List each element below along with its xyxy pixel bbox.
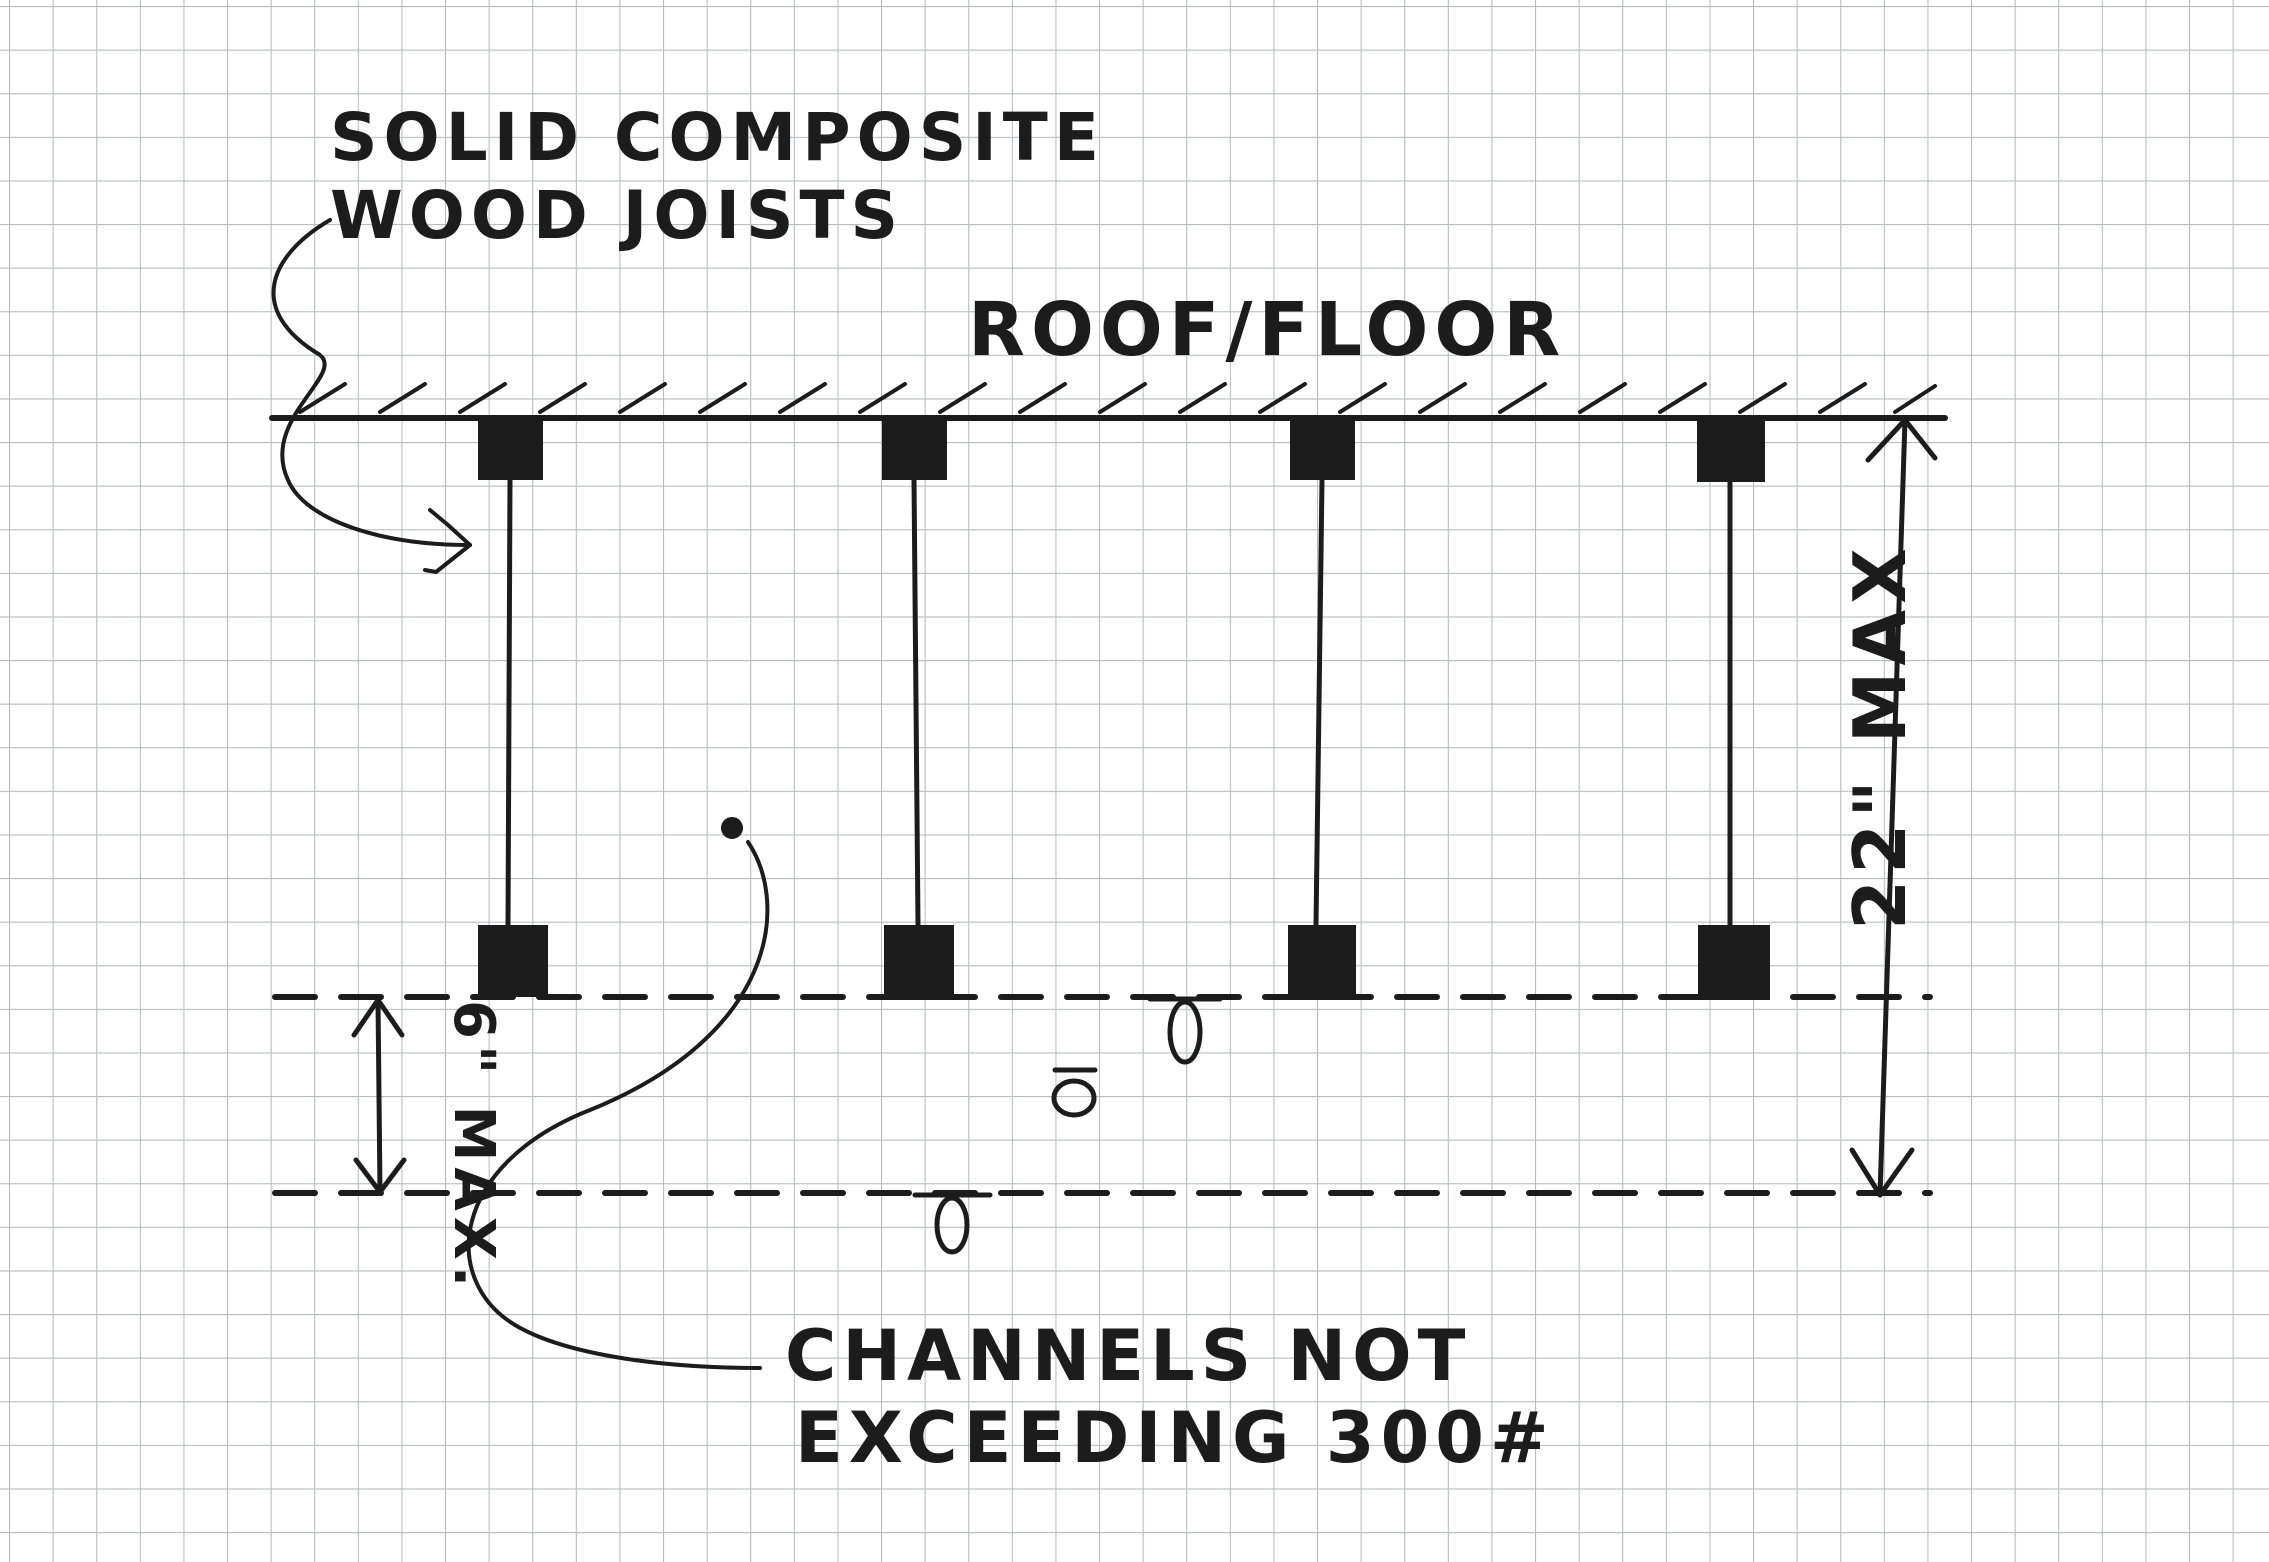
joists-label-line-1: SOLID COMPOSITE [330,99,1105,176]
wood-joist-2 [882,420,947,480]
roof-floor-label: ROOF/FLOOR [968,287,1566,373]
dimension-spacing [1849,417,1938,1198]
wood-joist-3 [1290,420,1355,480]
roof-floor-structure [269,382,1948,421]
joists-leader [271,218,472,574]
hanger-wire-2 [911,477,921,928]
dimension-drop-label: 6" MAX. [441,1000,506,1293]
dimension-spacing-label: 22" MAX [1838,542,1922,930]
carrier-block-2 [884,925,954,1000]
joists-label-line-2: WOOD JOISTS [330,177,904,254]
channel-section-symbol-1 [1147,996,1223,1065]
channel-section-symbol-2 [1051,1067,1098,1118]
channels-leader [466,817,770,1370]
joist-assembly-2 [882,420,954,1000]
hanger-wire-3 [1313,477,1325,928]
hanger-wire-1 [505,477,513,928]
dimension-drop [351,997,407,1195]
wood-joist-4 [1697,420,1765,482]
roof-hatching [298,382,1937,414]
channel-section-symbol-3 [912,1192,993,1255]
carrier-block-4 [1698,925,1770,1000]
joist-assembly-3 [1288,420,1356,1000]
carrier-block-3 [1288,925,1356,1000]
carrier-block-1 [478,925,548,997]
channels-label-line-1: CHANNELS NOT [785,1315,1471,1397]
wood-joist-1 [478,420,543,480]
joist-assembly-1 [478,420,548,997]
channels-label-line-2: EXCEEDING 300# [795,1397,1555,1479]
joist-assembly-4 [1697,420,1770,1000]
joists-leader-arrowhead [423,508,472,574]
